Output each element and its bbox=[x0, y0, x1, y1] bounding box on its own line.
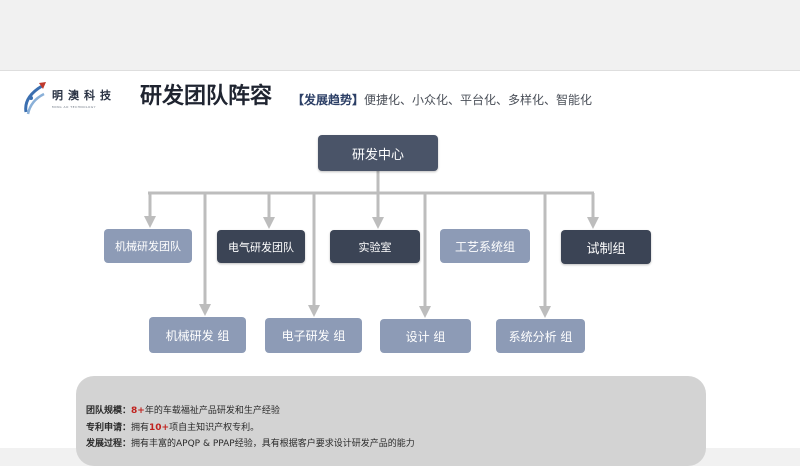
node-laboratory: 实验室 bbox=[330, 230, 420, 263]
node-system-analysis-group: 系统分析 组 bbox=[496, 319, 585, 353]
info-scale-number: 8+ bbox=[131, 406, 145, 416]
logo-subtitle: MING AO TECHNOLOGY bbox=[52, 105, 96, 109]
node-elec-rd-group: 电子研发 组 bbox=[265, 318, 362, 353]
node-trial-group: 试制组 bbox=[561, 230, 651, 264]
trend-label: 【发展趋势】 bbox=[292, 93, 365, 107]
logo-swoosh-icon bbox=[24, 82, 46, 115]
node-design-group: 设计 组 bbox=[380, 319, 471, 353]
org-connectors bbox=[144, 171, 599, 318]
node-process-system-group: 工艺系统组 bbox=[440, 229, 530, 263]
info-process-label: 发展过程： bbox=[86, 439, 132, 449]
info-team-scale: 团队规模：8+年的车载福祉产品研发和生产经验 bbox=[86, 406, 280, 416]
logo-name: 明澳科技 bbox=[52, 89, 116, 102]
top-bar bbox=[0, 0, 800, 70]
trend-line: 【发展趋势】便捷化、小众化、平台化、多样化、智能化 bbox=[292, 91, 592, 108]
trend-text: 便捷化、小众化、平台化、多样化、智能化 bbox=[364, 93, 593, 107]
company-logo: 明澳科技 MING AO TECHNOLOGY bbox=[22, 78, 122, 118]
info-development-process: 发展过程：拥有丰富的APQP & PPAP经验，具有根据客户要求设计研发产品的能… bbox=[86, 439, 415, 449]
node-rd-center: 研发中心 bbox=[318, 135, 438, 171]
node-mech-rd-group: 机械研发 组 bbox=[149, 317, 246, 353]
info-patent-number: 10+ bbox=[149, 423, 170, 433]
node-mech-rd-team: 机械研发团队 bbox=[104, 229, 192, 263]
info-patent-label: 专利申请： bbox=[86, 423, 132, 433]
page-title: 研发团队阵容 bbox=[140, 84, 273, 109]
info-patents: 专利申请：拥有10+项自主知识产权专利。 bbox=[86, 423, 260, 433]
info-scale-label: 团队规模： bbox=[86, 406, 132, 416]
node-elec-rd-team: 电气研发团队 bbox=[217, 230, 305, 263]
header-divider bbox=[0, 70, 800, 71]
